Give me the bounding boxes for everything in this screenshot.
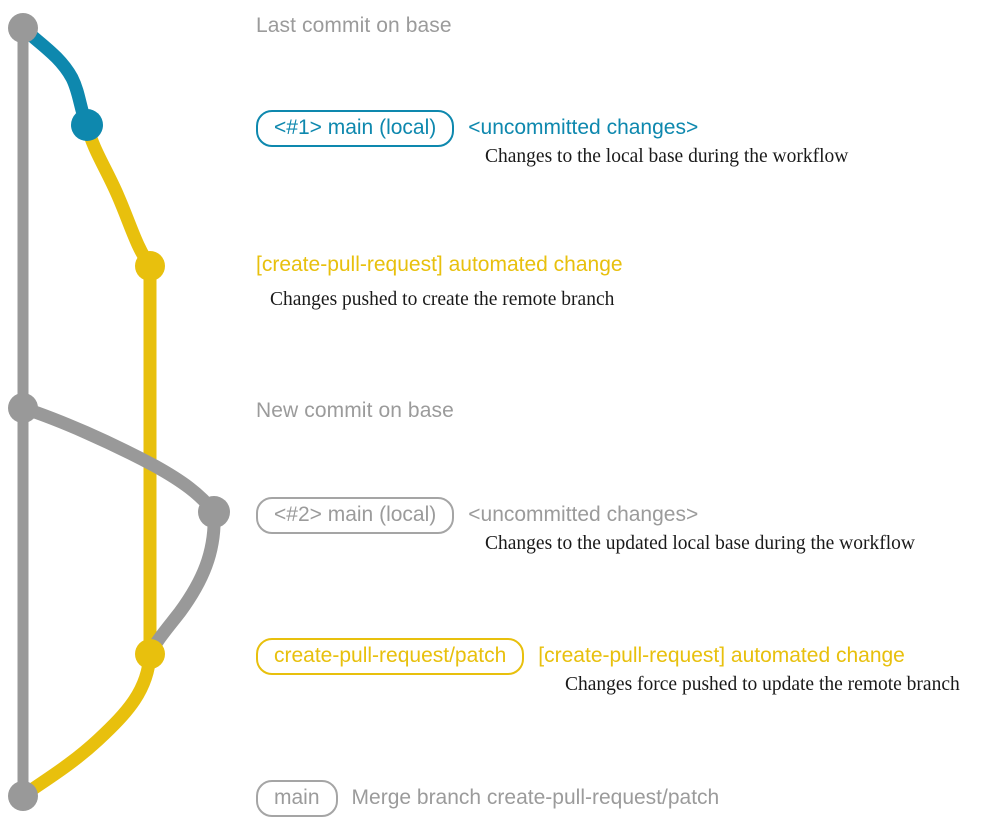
local-1-branch-edge [16, 21, 94, 132]
commit-description-patch-update: Changes force pushed to update the remot… [565, 674, 960, 695]
local-2-to-patch-update-edge [143, 505, 221, 661]
row-new-commit-on-base: New commit on base [256, 399, 454, 423]
ref-pill-local-1[interactable]: <#1> main (local) [256, 110, 455, 147]
commit-subject-local-1: <uncommitted changes> [468, 116, 699, 139]
patch-create-edge [80, 118, 157, 273]
commit-subject-merge: Merge branch create-pull-request/patch [351, 786, 720, 809]
commit-node-patch-create[interactable] [135, 251, 165, 281]
heading-last-commit-on-base: Last commit on base [256, 14, 452, 37]
ref-pill-patch-update[interactable]: create-pull-request/patch [256, 638, 525, 675]
commit-description-patch-create: Changes pushed to create the remote bran… [270, 289, 615, 310]
commit-node-last-commit-on-base[interactable] [8, 13, 38, 43]
ref-pill-local-2[interactable]: <#2> main (local) [256, 497, 455, 534]
row-local-1: <#1> main (local) <uncommitted changes> [256, 110, 698, 147]
row-last-commit-on-base: Last commit on base [256, 14, 452, 38]
ref-pill-merge[interactable]: main [256, 780, 338, 817]
commit-node-merge[interactable] [8, 781, 38, 811]
merge-edge [16, 647, 157, 803]
row-patch-create: [create-pull-request] automated change [256, 254, 623, 275]
commit-node-new-commit-on-base[interactable] [8, 393, 38, 423]
commit-description-local-2: Changes to the updated local base during… [485, 533, 915, 554]
commit-subject-patch-update: [create-pull-request] automated change [538, 644, 905, 667]
row-patch-update: create-pull-request/patch [create-pull-r… [256, 638, 905, 675]
commit-subject-local-2: <uncommitted changes> [468, 503, 699, 526]
commit-node-local-2[interactable] [198, 496, 230, 528]
local-2-branch-edge [16, 401, 221, 519]
heading-new-commit-on-base: New commit on base [256, 399, 454, 422]
commit-description-local-1: Changes to the local base during the wor… [485, 146, 849, 167]
row-local-2: <#2> main (local) <uncommitted changes> [256, 497, 698, 534]
commit-node-local-1[interactable] [71, 109, 103, 141]
commit-subject-patch-create: [create-pull-request] automated change [256, 253, 623, 276]
row-merge: main Merge branch create-pull-request/pa… [256, 780, 719, 817]
commit-node-patch-update[interactable] [135, 639, 165, 669]
